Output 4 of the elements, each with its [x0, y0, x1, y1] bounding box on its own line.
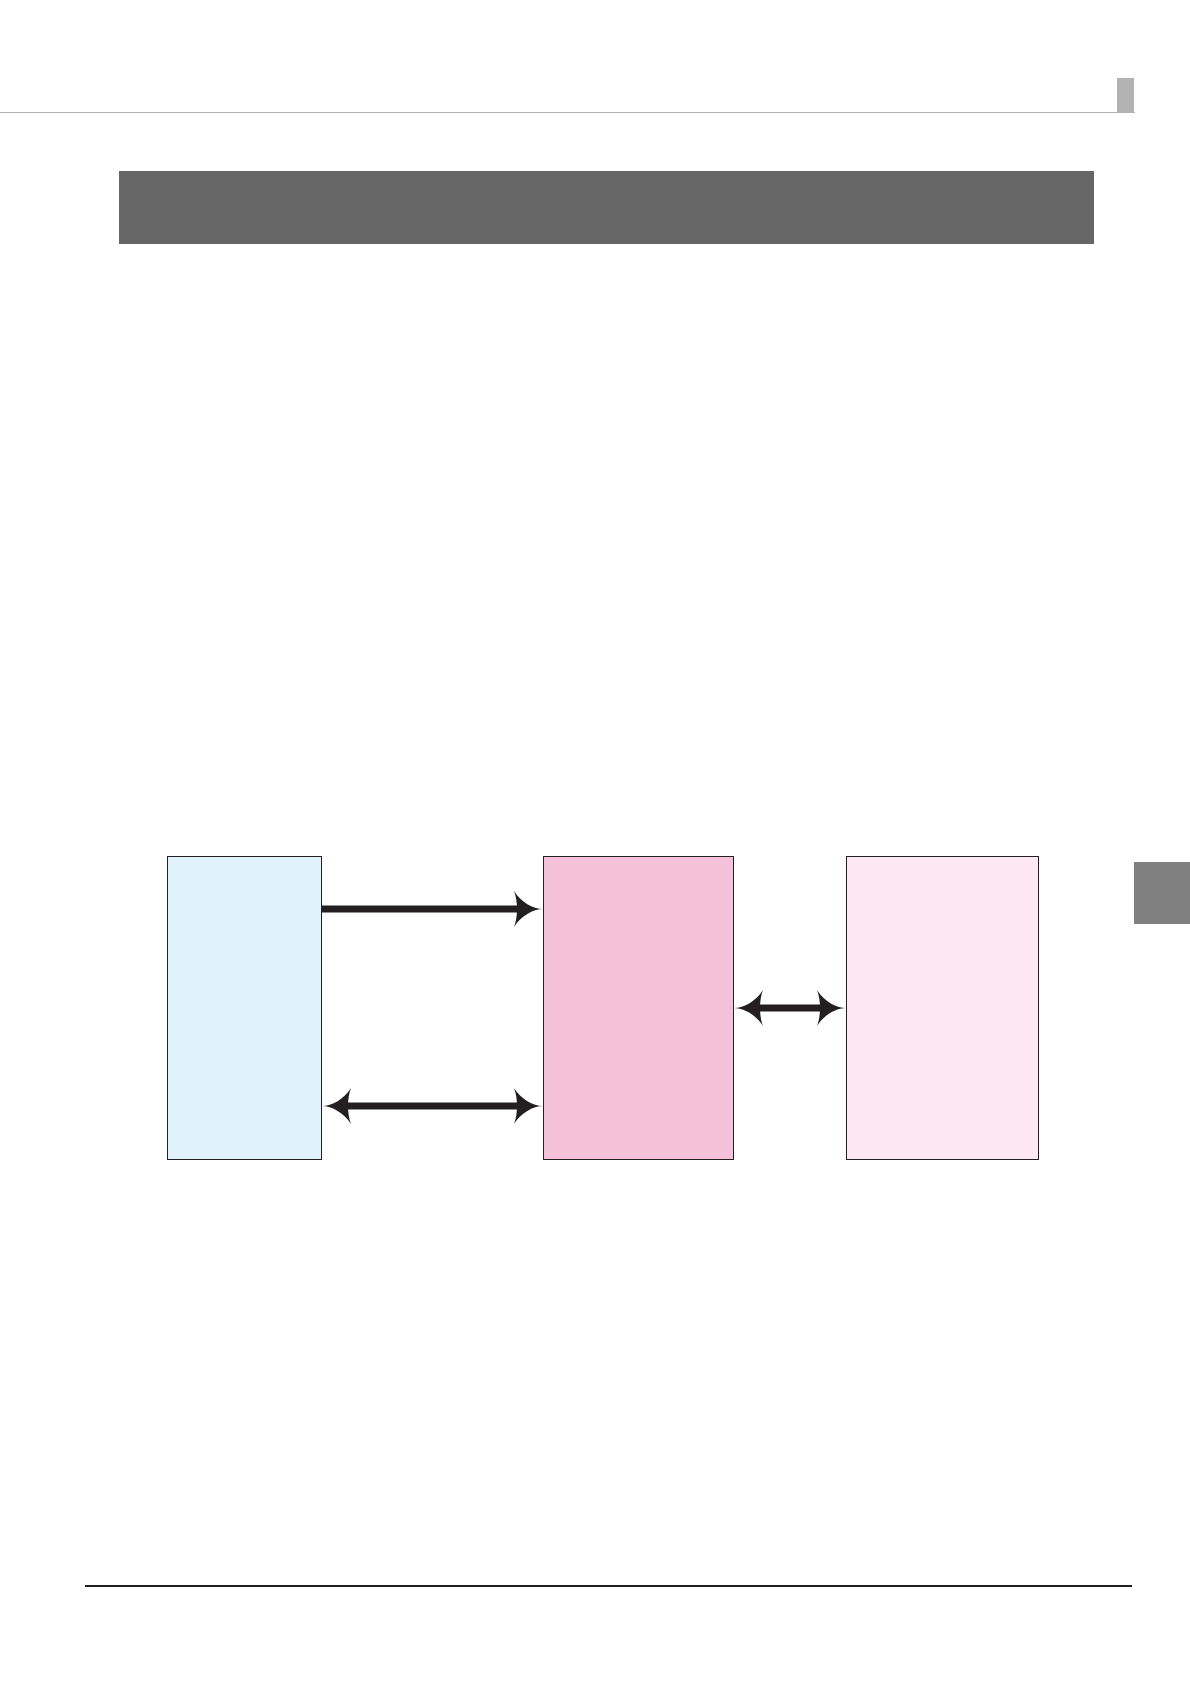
diagram-box — [167, 856, 322, 1160]
diagram-box — [543, 856, 734, 1160]
section-heading-bar — [119, 171, 1094, 244]
diagram-box — [846, 856, 1039, 1160]
